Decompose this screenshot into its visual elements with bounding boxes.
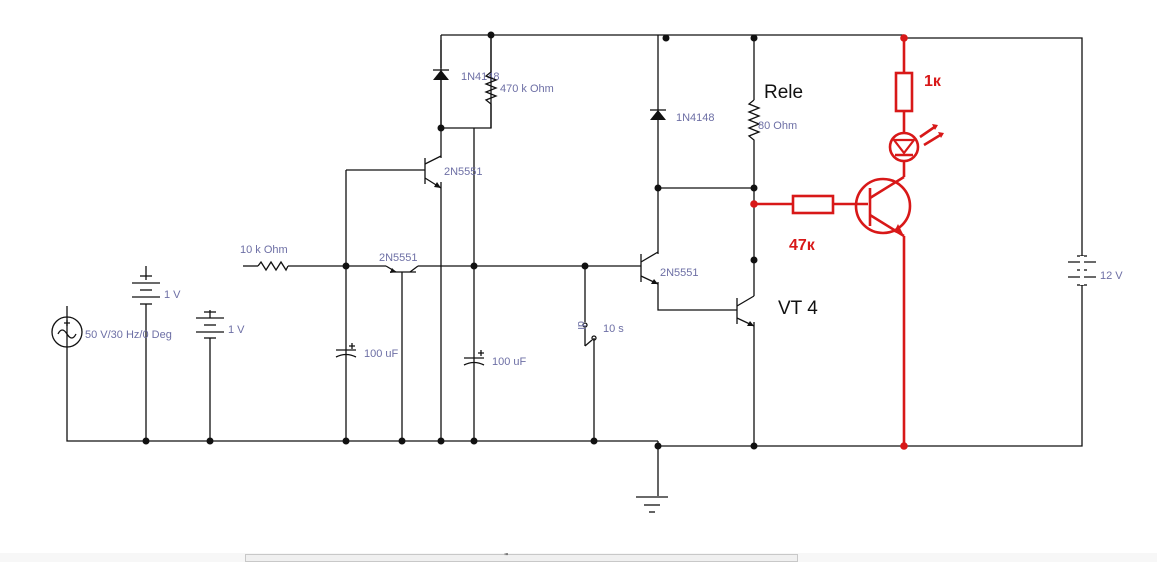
c1-label: 100 uF xyxy=(364,348,399,360)
q2-label: 2N5551 xyxy=(379,252,418,264)
horizontal-scrollbar[interactable]: ''' xyxy=(245,552,798,562)
r10k-label: 10 k Ohm xyxy=(240,244,288,256)
scrollbar-grip-icon[interactable]: ''' xyxy=(504,552,509,561)
r80-label: 80 Ohm xyxy=(758,120,797,132)
junctions xyxy=(142,31,758,450)
red-junction xyxy=(900,442,908,450)
ac-source-icon xyxy=(51,316,83,348)
red-junction xyxy=(750,200,758,208)
src-label: 50 V/30 Hz/0 Deg xyxy=(85,329,172,341)
resistor-10k-icon xyxy=(257,260,289,272)
transistor-q1-icon xyxy=(424,155,442,189)
red-modification xyxy=(754,38,944,446)
bat12-label: 12 V xyxy=(1100,270,1123,282)
transistor-vt4-icon xyxy=(736,280,755,327)
battery-1v-b-icon xyxy=(196,311,224,339)
bat2-label: 1 V xyxy=(228,324,245,336)
sw-time-label: 10 s xyxy=(603,323,624,335)
diode-d1-icon xyxy=(433,40,449,128)
rele-label: Rele xyxy=(764,82,803,103)
relay-coil-resistor-icon xyxy=(747,99,761,145)
diode-d2-icon xyxy=(650,109,666,120)
wires xyxy=(66,34,1083,496)
r1k-label: 1к xyxy=(924,73,942,90)
vt4-label: VT 4 xyxy=(778,298,818,319)
capacitor-c2-icon xyxy=(463,350,485,366)
d2-label: 1N4148 xyxy=(676,112,715,124)
sw-key-label: dl xyxy=(575,321,587,330)
ground-icon xyxy=(636,496,668,513)
c2-label: 100 uF xyxy=(492,356,527,368)
d1-label: 1N4148 xyxy=(461,71,500,83)
transistor-q2-icon xyxy=(385,265,419,280)
bat1-label: 1 V xyxy=(164,289,181,301)
red-junction xyxy=(900,34,908,42)
r47k-label: 47к xyxy=(789,237,816,254)
battery-12v-icon xyxy=(1068,255,1096,286)
q1-label: 2N5551 xyxy=(444,166,483,178)
q3-label: 2N5551 xyxy=(660,267,699,279)
r470-label: 470 k Ohm xyxy=(500,83,554,95)
battery-1v-a-icon xyxy=(132,275,160,305)
resistor-470k-icon xyxy=(484,35,498,128)
switch-icon[interactable] xyxy=(582,322,597,347)
transistor-q3-icon xyxy=(640,251,659,285)
capacitor-c1-icon xyxy=(335,343,357,358)
